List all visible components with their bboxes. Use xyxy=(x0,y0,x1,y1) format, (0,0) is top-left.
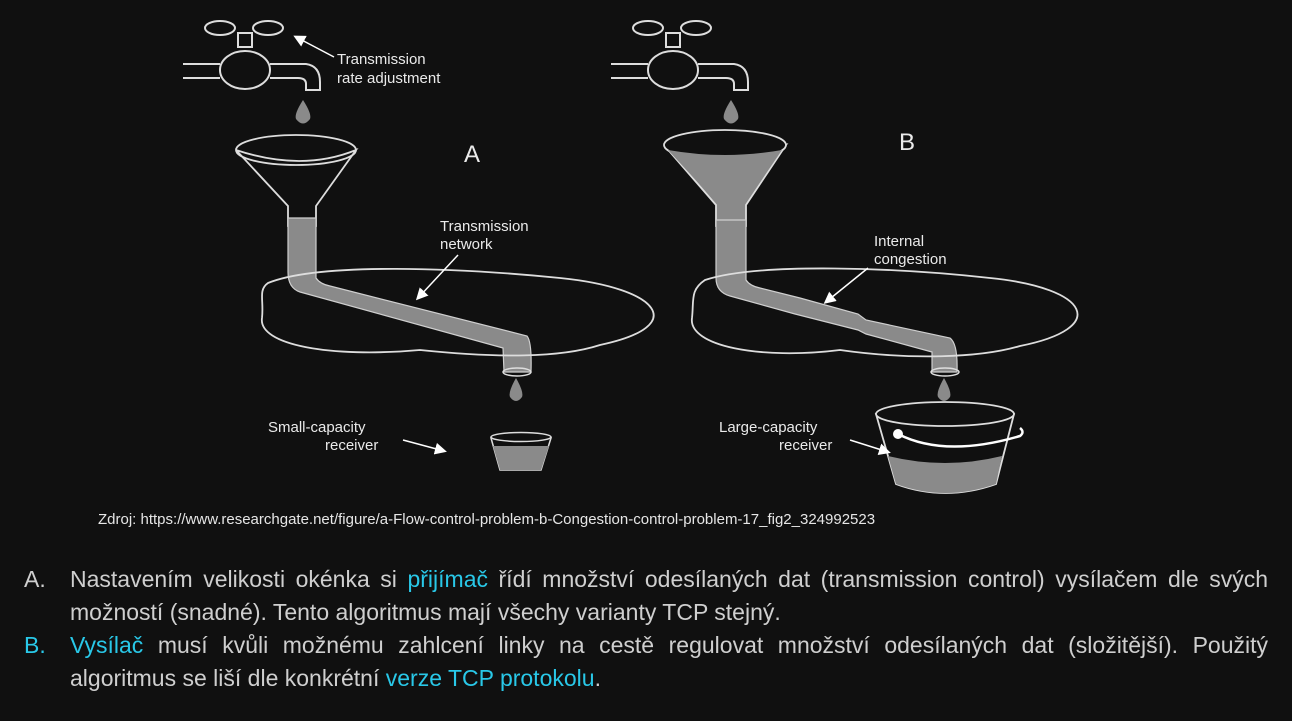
faucet-icon-b xyxy=(611,20,749,91)
small-receiver-line2: receiver xyxy=(325,437,378,454)
droplet-icon xyxy=(723,100,739,124)
panel-b-letter: B xyxy=(899,129,915,156)
network-cloud-b xyxy=(691,267,1079,358)
note-b-highlight-2: verze TCP protokolu xyxy=(385,665,595,691)
source-citation: Zdroj: https://www.researchgate.net/figu… xyxy=(98,511,876,528)
list-marker-a: A. xyxy=(24,566,46,592)
funnel-a xyxy=(235,134,532,373)
note-b-text-2: . xyxy=(594,665,601,691)
outlet-b xyxy=(930,367,960,377)
note-a-highlight: přijímač xyxy=(407,566,488,592)
small-receiver-line1: Small-capacity xyxy=(268,419,366,436)
congestion-label-line1: Internal xyxy=(874,233,924,250)
network-label-arrow xyxy=(415,254,459,301)
note-b-text-1: musí kvůli možnému zahlcení linky na ces… xyxy=(70,632,1268,691)
explanation-list: A. Nastavením velikosti okénka si přijíma… xyxy=(24,563,1268,695)
large-receiver-arrow xyxy=(849,439,891,456)
congestion-label-arrow xyxy=(823,267,869,304)
network-cloud-a xyxy=(261,267,655,357)
small-receiver-cup xyxy=(490,431,553,471)
funnel-b xyxy=(663,129,958,373)
note-a-text-1: Nastavením velikosti okénka si xyxy=(70,566,408,592)
network-label-line1: Transmission xyxy=(440,218,529,235)
large-receiver-line1: Large-capacity xyxy=(719,419,818,436)
droplet-icon xyxy=(937,378,951,401)
note-b-highlight-1: Vysílač xyxy=(70,632,144,658)
small-receiver-arrow xyxy=(402,439,447,455)
large-receiver-line2: receiver xyxy=(779,437,832,454)
note-a-text-2: řídí množství odesílaných dat (transmiss… xyxy=(70,566,1268,625)
tap-label-line1: Transmission xyxy=(337,51,426,68)
list-item-a: A. Nastavením velikosti okénka si přijíma… xyxy=(24,563,1268,629)
large-receiver-bucket xyxy=(874,401,1024,494)
droplet-icon xyxy=(509,378,523,401)
tap-label-line2: rate adjustment xyxy=(337,70,441,87)
flow-vs-congestion-diagram: Transmission rate adjustment A Transmiss… xyxy=(183,20,1079,494)
faucet-icon-a xyxy=(183,20,321,91)
outlet-a xyxy=(502,367,532,377)
panel-a-letter: A xyxy=(464,141,480,168)
list-marker-b: B. xyxy=(24,632,46,658)
network-label-line2: network xyxy=(440,236,493,253)
congestion-label-line2: congestion xyxy=(874,251,947,268)
droplet-icon xyxy=(295,100,311,124)
tap-label-arrow xyxy=(293,35,335,58)
list-item-b: B. Vysílač musí kvůli možnému zahlcení li… xyxy=(24,629,1268,695)
